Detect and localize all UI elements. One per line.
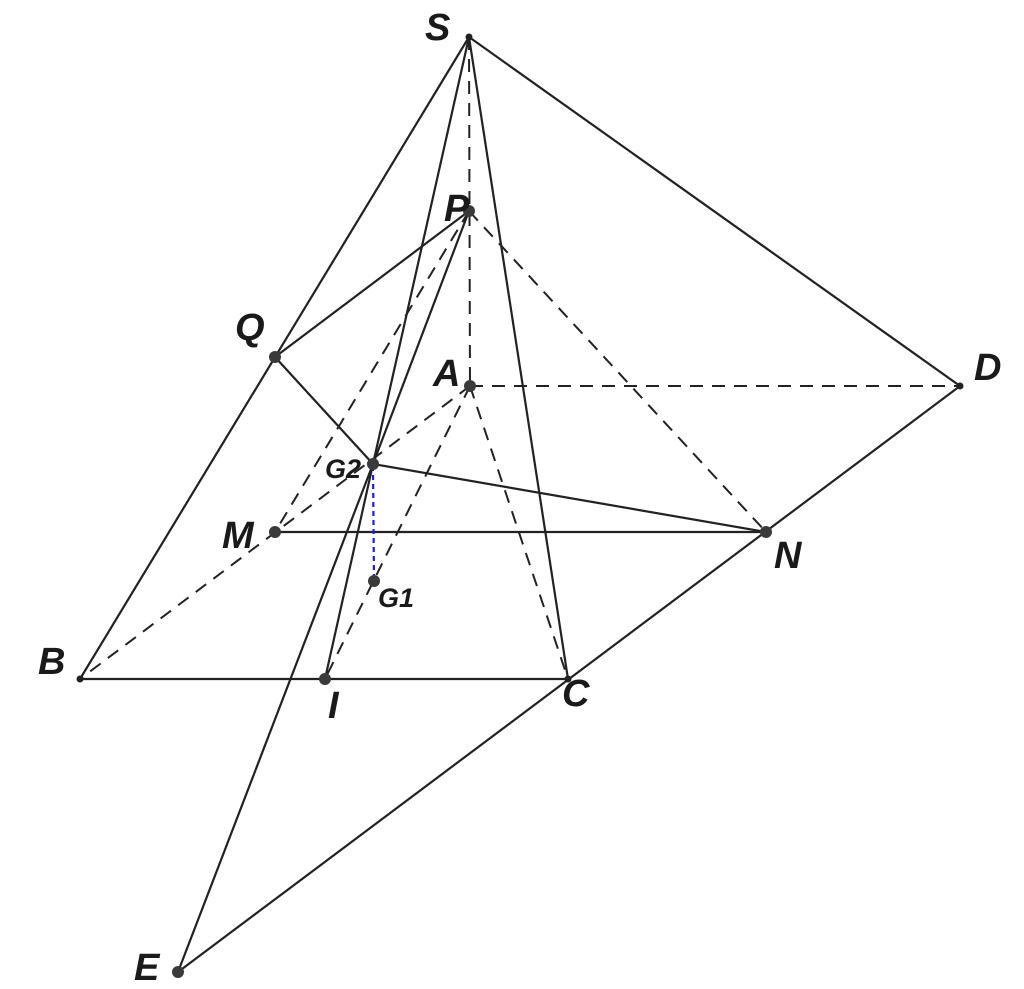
- label-G1: G1: [378, 583, 414, 613]
- label-E: E: [134, 947, 161, 989]
- edge-P-N: [468, 210, 767, 533]
- edge-Q-G2: [273, 355, 375, 466]
- edge-A-C: [469, 385, 569, 680]
- edge-S-G2: [371, 35, 471, 466]
- edge-G2-N: [371, 462, 768, 534]
- point-A: [464, 380, 476, 392]
- point-I: [319, 673, 331, 685]
- vertices: [76, 33, 964, 978]
- label-M: M: [222, 515, 255, 557]
- label-Q: Q: [235, 307, 265, 349]
- edge-Q-P: [273, 209, 471, 359]
- point-M: [269, 526, 281, 538]
- label-B: B: [38, 641, 65, 683]
- point-N: [760, 526, 772, 538]
- point-E: [172, 966, 184, 978]
- labels: S P Q A D G2 M N G1 B I C E: [38, 7, 1001, 989]
- edge-S-A: [468, 36, 471, 387]
- edge-S-C: [467, 35, 570, 681]
- edge-P-G2: [371, 209, 471, 466]
- label-D: D: [974, 347, 1001, 389]
- edge-S-D: [467, 35, 962, 388]
- label-S: S: [425, 7, 450, 49]
- solid-edges: [78, 35, 962, 974]
- label-P: P: [444, 188, 470, 230]
- label-A: A: [432, 353, 460, 395]
- label-I: I: [328, 685, 340, 727]
- point-D: [956, 382, 964, 390]
- label-C: C: [562, 673, 590, 715]
- edge-G2-G1: [371, 465, 376, 581]
- dashed-edges: [79, 36, 960, 680]
- point-C: [564, 675, 572, 683]
- point-G2: [367, 458, 379, 470]
- point-Q: [269, 351, 281, 363]
- label-G2: G2: [325, 454, 361, 484]
- edge-P-M: [274, 210, 470, 533]
- point-P: [463, 205, 475, 217]
- edge-A-I: [324, 385, 471, 680]
- label-N: N: [774, 535, 803, 577]
- point-B: [76, 675, 84, 683]
- point-G1: [368, 575, 380, 587]
- edge-G2-E: [176, 462, 375, 974]
- point-S: [465, 33, 473, 41]
- edge-G2-I: [323, 462, 375, 681]
